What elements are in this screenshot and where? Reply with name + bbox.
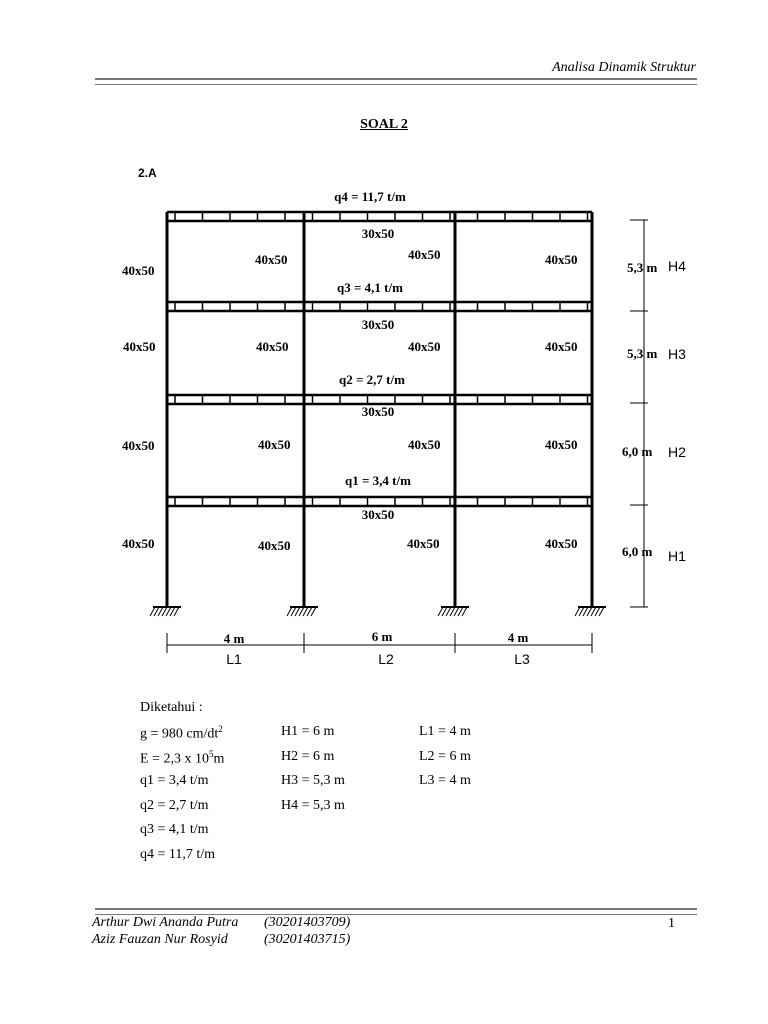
support-hatch xyxy=(594,606,601,617)
support-hatch xyxy=(461,606,468,617)
support-hatch xyxy=(153,606,160,617)
span-length-label: 4 m xyxy=(508,630,529,645)
given-gravity: g = 980 cm/dt2 xyxy=(140,724,223,742)
given-h3: H3 = 5,3 m xyxy=(281,773,345,788)
frame-columns xyxy=(165,212,594,607)
load-label-q3: q3 = 4,1 t/m xyxy=(337,280,403,295)
support-hatch xyxy=(457,606,464,617)
column-size-label: 40x50 xyxy=(407,536,440,551)
story-name-label: H1 xyxy=(668,548,686,564)
support-hatch xyxy=(574,606,581,617)
column-size-label: 40x50 xyxy=(408,247,441,262)
author-name: Arthur Dwi Ananda Putra xyxy=(92,915,239,930)
support-hatch xyxy=(582,606,589,617)
column-size-label: 40x50 xyxy=(123,339,156,354)
given-h4: H4 = 5,3 m xyxy=(281,797,345,813)
given-l3: L3 = 4 m xyxy=(419,773,471,788)
footer-rule xyxy=(95,908,697,915)
load-label-q4: q4 = 11,7 t/m xyxy=(334,189,406,204)
span-name-label: L2 xyxy=(378,651,394,667)
support-hatch xyxy=(586,606,593,617)
page-number: 1 xyxy=(668,916,675,931)
support-hatch xyxy=(298,606,305,617)
support-hatch xyxy=(290,606,297,617)
beam-size-label: 30x50 xyxy=(362,317,395,332)
story-height-label: 5,3 m xyxy=(627,260,658,275)
support-hatch xyxy=(286,606,293,617)
column-size-label: 40x50 xyxy=(408,437,441,452)
given-q1: q1 = 3,4 t/m xyxy=(140,773,209,788)
section-number: 2.A xyxy=(138,166,157,180)
given-modulus: E = 2,3 x 105m xyxy=(140,748,225,767)
story-height-label: 5,3 m xyxy=(627,346,658,361)
column-size-label: 40x50 xyxy=(545,252,578,267)
column-size-label: 40x50 xyxy=(545,536,578,551)
story-name-label: H4 xyxy=(668,258,686,274)
column-size-label: 40x50 xyxy=(545,437,578,452)
beam-size-label: 30x50 xyxy=(362,404,395,419)
span-name-label: L1 xyxy=(226,651,242,667)
support-hatch xyxy=(173,606,180,617)
span-name-label: L3 xyxy=(514,651,530,667)
column-size-label: 40x50 xyxy=(256,339,289,354)
footer-authors: Arthur Dwi Ananda Putra (30201403709) Azi… xyxy=(92,914,350,948)
support-hatch xyxy=(578,606,585,617)
column-size-label: 40x50 xyxy=(408,339,441,354)
given-l2: L2 = 6 m xyxy=(419,748,471,764)
column-size-label: 40x50 xyxy=(258,437,291,452)
author-id: (30201403709) xyxy=(264,915,351,930)
column-size-label: 40x50 xyxy=(255,252,288,267)
author-id: (30201403715) xyxy=(264,932,351,947)
story-name-label: H2 xyxy=(668,444,686,460)
support-hatch xyxy=(149,606,156,617)
support-hatch xyxy=(453,606,460,617)
support-hatch xyxy=(302,606,309,617)
given-q4: q4 = 11,7 t/m xyxy=(140,846,216,862)
beam-size-label: 30x50 xyxy=(362,226,395,241)
column-size-label: 40x50 xyxy=(122,263,155,278)
story-height-label: 6,0 m xyxy=(622,544,653,559)
given-h1: H1 = 6 m xyxy=(281,724,335,739)
support-hatch xyxy=(598,606,605,617)
support-hatch xyxy=(441,606,448,617)
column-size-label: 40x50 xyxy=(545,339,578,354)
support-hatch xyxy=(157,606,164,617)
support-hatch xyxy=(590,606,597,617)
support-hatch xyxy=(306,606,313,617)
given-data: Diketahui : g = 980 cm/dt2 H1 = 6 m L1 =… xyxy=(140,700,471,871)
support-hatch xyxy=(161,606,168,617)
portal-frame-diagram: q4 = 11,7 t/m q3 = 4,1 t/m q2 = 2,7 t/m … xyxy=(122,189,686,667)
given-l1: L1 = 4 m xyxy=(419,724,471,739)
document-title: SOAL 2 xyxy=(360,117,408,132)
span-length-label: 4 m xyxy=(224,631,245,646)
support-hatch xyxy=(169,606,176,617)
dimension-lines xyxy=(166,219,648,653)
column-size-label: 40x50 xyxy=(122,536,155,551)
support-hatch xyxy=(437,606,444,617)
story-name-label: H3 xyxy=(668,346,686,362)
given-q2: q2 = 2,7 t/m xyxy=(140,797,209,813)
story-height-label: 6,0 m xyxy=(622,444,653,459)
support-hatch xyxy=(165,606,172,617)
span-length-label: 6 m xyxy=(372,629,393,644)
support-hatch xyxy=(445,606,452,617)
column-size-label: 40x50 xyxy=(258,538,291,553)
beam-size-label: 30x50 xyxy=(362,507,395,522)
support-hatch xyxy=(310,606,317,617)
floor-beams xyxy=(167,210,592,508)
author-name: Aziz Fauzan Nur Rosyid xyxy=(92,932,228,947)
support-hatch xyxy=(294,606,301,617)
given-label: Diketahui : xyxy=(140,700,203,715)
given-h2: H2 = 6 m xyxy=(281,748,335,764)
load-label-q1: q1 = 3,4 t/m xyxy=(345,473,411,488)
fixed-supports xyxy=(149,606,606,617)
column-size-label: 40x50 xyxy=(122,438,155,453)
support-hatch xyxy=(449,606,456,617)
load-label-q2: q2 = 2,7 t/m xyxy=(339,372,405,387)
given-q3: q3 = 4,1 t/m xyxy=(140,822,209,837)
header-rule xyxy=(95,78,697,85)
header-title: Analisa Dinamik Struktur xyxy=(552,60,696,75)
